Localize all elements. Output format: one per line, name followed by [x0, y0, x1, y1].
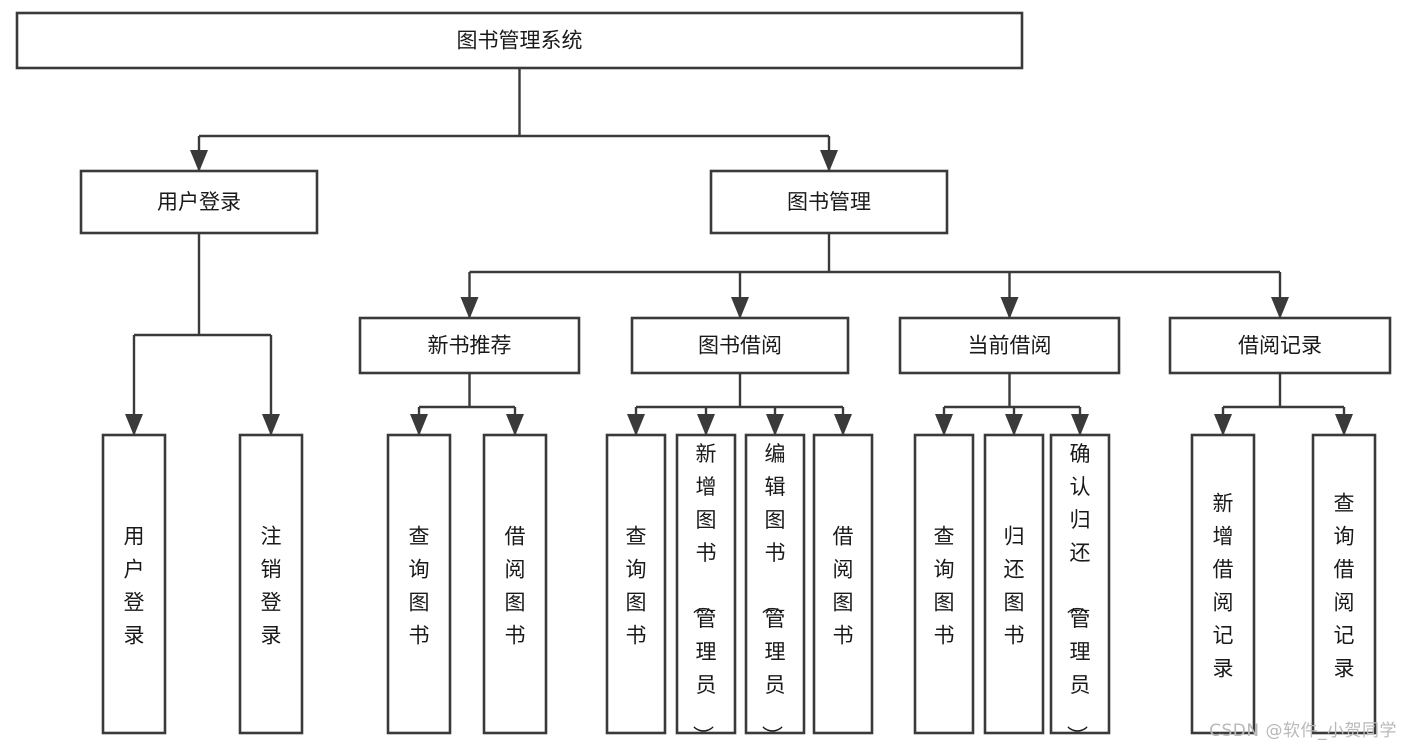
- node-查询图书-box: [386, 433, 452, 735]
- node-注销登录: 注销登录: [238, 433, 304, 735]
- node-编辑图书管理员-box: [744, 433, 806, 735]
- node-查询图书: 查询图书: [913, 433, 975, 735]
- node-查询图书: 查询图书: [605, 433, 667, 735]
- arrow-head-icon: [820, 150, 838, 172]
- node-当前借阅: 当前借阅: [898, 316, 1121, 375]
- node-编辑图书管理员: 编辑图书（管理员）: [744, 433, 806, 746]
- node-新增借阅记录-label: 新增借阅记录: [1213, 492, 1234, 681]
- node-借阅记录-box: [1168, 316, 1392, 375]
- node-用户登录-box: [101, 433, 167, 735]
- arrow-head-icon: [766, 414, 784, 436]
- node-图书管理系统: 图书管理系统: [15, 11, 1024, 70]
- connector-current-borrow-to-leaves: [935, 373, 1089, 436]
- node-编辑图书管理员-label: 编辑图书（管理员）: [760, 442, 786, 746]
- node-用户登录: 用户登录: [79, 169, 319, 235]
- node-新增借阅记录: 新增借阅记录: [1190, 433, 1256, 735]
- arrow-head-icon: [1000, 297, 1019, 319]
- node-查询图书: 查询图书: [386, 433, 452, 735]
- node-确认归还管理员-box: [1049, 433, 1111, 735]
- node-借阅记录-label: 借阅记录: [1238, 334, 1322, 358]
- arrow-head-icon: [935, 414, 953, 436]
- node-新增图书管理员-label: 新增图书（管理员）: [691, 442, 717, 746]
- node-确认归还管理员-label: 确认归还（管理员）: [1065, 442, 1091, 746]
- arrow-head-icon: [1214, 414, 1232, 436]
- node-图书管理系统-box: [15, 11, 1024, 70]
- node-借阅图书: 借阅图书: [482, 433, 548, 735]
- node-归还图书-box: [983, 433, 1045, 735]
- arrow-head-icon: [190, 150, 208, 172]
- arrow-head-icon: [1271, 297, 1289, 319]
- node-借阅图书-box: [812, 433, 874, 735]
- node-查询图书-box: [605, 433, 667, 735]
- node-查询借阅记录-box: [1311, 433, 1377, 735]
- connector-borrow-record-to-leaves: [1214, 373, 1353, 436]
- node-查询图书-label: 查询图书: [409, 525, 430, 648]
- arrow-head-icon: [1335, 414, 1353, 436]
- connector-borrow-to-leaves: [627, 373, 852, 436]
- node-注销登录-box: [238, 433, 304, 735]
- node-借阅图书-box: [482, 433, 548, 735]
- node-查询图书-box: [913, 433, 975, 735]
- arrow-head-icon: [125, 414, 143, 436]
- node-用户登录: 用户登录: [101, 433, 167, 735]
- arrow-head-icon: [506, 414, 524, 436]
- arrow-head-icon: [460, 297, 479, 319]
- node-新增借阅记录-box: [1190, 433, 1256, 735]
- arrow-head-icon: [834, 414, 852, 436]
- node-图书借阅-box: [630, 316, 850, 375]
- node-新书推荐: 新书推荐: [358, 316, 581, 375]
- node-查询借阅记录: 查询借阅记录: [1311, 433, 1377, 735]
- connector-new-book-to-leaves: [410, 373, 524, 436]
- node-借阅记录: 借阅记录: [1168, 316, 1392, 375]
- node-图书借阅-label: 图书借阅: [698, 334, 782, 358]
- node-新增图书管理员-box: [675, 433, 737, 735]
- connector-user-login-to-leaves: [125, 233, 280, 436]
- node-查询图书-label: 查询图书: [934, 525, 955, 648]
- node-新书推荐-label: 新书推荐: [428, 334, 512, 358]
- node-注销登录-label: 注销登录: [261, 525, 282, 648]
- node-图书管理: 图书管理: [709, 169, 949, 235]
- connector-root-to-level2: [190, 68, 838, 172]
- arrow-head-icon: [731, 297, 749, 319]
- node-用户登录-box: [79, 169, 319, 235]
- arrow-head-icon: [262, 414, 280, 436]
- node-借阅图书-label: 借阅图书: [505, 525, 526, 648]
- arrow-head-icon: [410, 414, 428, 436]
- connector-book-mgmt-to-level3: [460, 233, 1289, 319]
- connector-layer: [125, 68, 1353, 436]
- node-查询借阅记录-label: 查询借阅记录: [1334, 492, 1355, 681]
- node-layer: 图书管理系统用户登录图书管理新书推荐图书借阅当前借阅借阅记录用户登录注销登录查询…: [15, 11, 1392, 746]
- node-借阅图书: 借阅图书: [812, 433, 874, 735]
- node-用户登录-label: 用户登录: [124, 525, 145, 648]
- node-新书推荐-box: [358, 316, 581, 375]
- node-查询图书-label: 查询图书: [626, 525, 647, 648]
- node-图书管理系统-label: 图书管理系统: [457, 29, 583, 53]
- node-图书管理-box: [709, 169, 949, 235]
- node-新增图书管理员: 新增图书（管理员）: [675, 433, 737, 746]
- node-图书借阅: 图书借阅: [630, 316, 850, 375]
- arrow-head-icon: [627, 414, 645, 436]
- node-归还图书-label: 归还图书: [1004, 525, 1025, 648]
- arrow-head-icon: [1071, 414, 1089, 436]
- node-借阅图书-label: 借阅图书: [833, 525, 854, 648]
- node-当前借阅-label: 当前借阅: [968, 334, 1052, 358]
- node-用户登录-label: 用户登录: [157, 190, 241, 214]
- node-当前借阅-box: [898, 316, 1121, 375]
- node-归还图书: 归还图书: [983, 433, 1045, 735]
- arrow-head-icon: [697, 414, 715, 436]
- node-确认归还管理员: 确认归还（管理员）: [1049, 433, 1111, 746]
- node-图书管理-label: 图书管理: [787, 190, 871, 214]
- arrow-head-icon: [1005, 414, 1023, 436]
